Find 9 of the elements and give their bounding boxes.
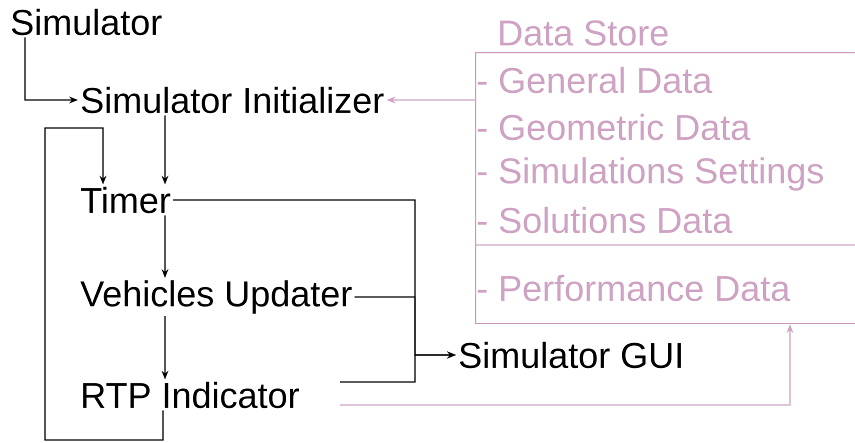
arrow [44,127,164,441]
data-store-box: Data Store - General Data - Geometric Data - Simulations Settings - Solutions Data - Performance Data [475,20,855,324]
simulator-label: Simulator [12,8,162,36]
updater-label: Vehicles Updater [80,280,352,314]
node-label: Data Store [500,20,668,46]
initializer-label: Simulator Initializer [82,86,384,114]
indicator-label: RTP Indicator [83,382,299,408]
timer-label: Timer [81,186,170,214]
gui-label: Simulator GUI [460,342,681,368]
